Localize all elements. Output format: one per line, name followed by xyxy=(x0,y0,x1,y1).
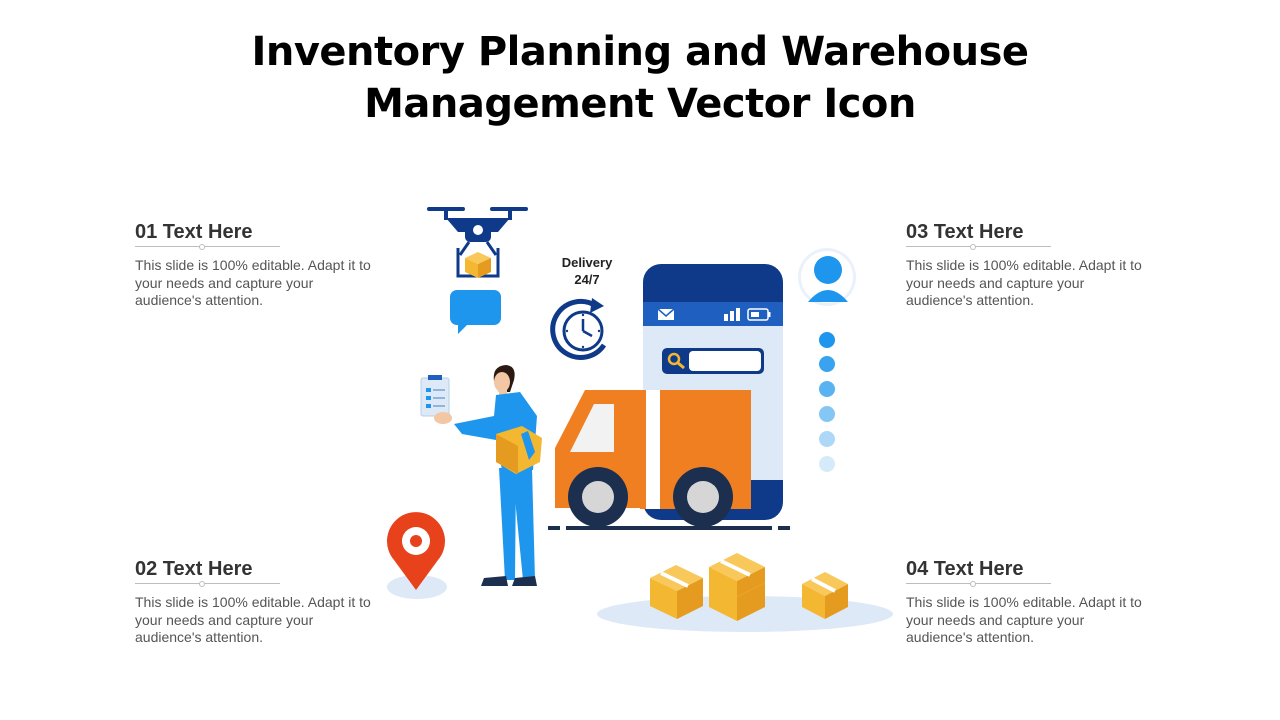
title-line-2: Management Vector Icon xyxy=(364,81,916,127)
chat-bubble-icon xyxy=(450,290,501,334)
text-block-body: This slide is 100% editable. Adapt it to… xyxy=(135,594,371,645)
text-block-02: 02 Text Here This slide is 100% editable… xyxy=(135,557,375,647)
search-icon xyxy=(662,348,764,374)
signal-icon xyxy=(724,308,740,321)
person-icon xyxy=(434,365,542,586)
divider xyxy=(135,581,280,587)
battery-icon xyxy=(747,308,771,321)
text-block-heading: 04 Text Here xyxy=(906,558,1024,580)
text-block-body: This slide is 100% editable. Adapt it to… xyxy=(906,594,1142,645)
divider xyxy=(906,244,1051,250)
delivery-label: Delivery xyxy=(562,255,613,270)
delivery-hours: 24/7 xyxy=(574,272,599,287)
user-avatar-icon xyxy=(798,248,856,306)
location-pin-icon xyxy=(387,512,446,590)
package-icon xyxy=(709,553,766,621)
text-block-heading: 02 Text Here xyxy=(135,558,253,580)
text-block-04: 04 Text Here This slide is 100% editable… xyxy=(906,557,1146,647)
divider xyxy=(906,581,1051,587)
title-line-1: Inventory Planning and Warehouse xyxy=(251,29,1029,75)
divider xyxy=(135,244,280,250)
text-block-body: This slide is 100% editable. Adapt it to… xyxy=(906,257,1142,308)
drone-icon xyxy=(427,207,528,278)
progress-dots xyxy=(819,332,835,472)
clipboard-icon xyxy=(420,375,450,417)
package-icon xyxy=(465,252,491,278)
text-block-heading: 03 Text Here xyxy=(906,221,1024,243)
text-block-heading: 01 Text Here xyxy=(135,221,253,243)
page-title: Inventory Planning and Warehouse Managem… xyxy=(140,26,1140,130)
text-block-03: 03 Text Here This slide is 100% editable… xyxy=(906,220,1146,310)
text-block-01: 01 Text Here This slide is 100% editable… xyxy=(135,220,375,310)
package-icon xyxy=(802,572,848,619)
clock-icon xyxy=(550,298,607,360)
text-block-body: This slide is 100% editable. Adapt it to… xyxy=(135,257,371,308)
delivery-illustration: Delivery 24/7 xyxy=(387,207,893,632)
truck-icon xyxy=(548,390,790,530)
mail-icon xyxy=(657,308,675,320)
package-icon xyxy=(650,565,703,619)
